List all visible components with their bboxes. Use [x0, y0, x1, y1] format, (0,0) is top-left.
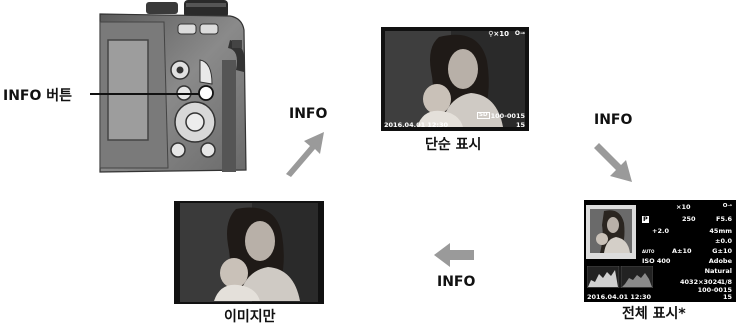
simple-display-screen: ⚲×10 O⊸ 2016.04.01 12:30 SD 100-0015 15: [381, 27, 529, 131]
frame-number: 15: [515, 120, 525, 129]
flash-comp: ±0.0: [715, 237, 732, 245]
arrow-2-label: INFO: [594, 112, 633, 128]
arrow-3-label: INFO: [437, 274, 476, 290]
thumbnail-photo: [586, 205, 636, 259]
iso-value: ISO 400: [642, 257, 671, 265]
datetime-text: 2016.04.01 12:30: [384, 120, 449, 129]
arrow-down-right-icon: [594, 143, 632, 182]
image-only-screen: [174, 201, 324, 304]
full-display-caption: 전체 표시*: [622, 306, 686, 322]
arrow-1-label: INFO: [289, 106, 328, 122]
file-number: 100-0015: [697, 286, 732, 294]
wb-green: G±10: [712, 247, 732, 255]
aperture-value: F5.6: [716, 215, 732, 223]
full-display-screen: ×10 O⊸ P 250 F5.6 +2.0 45mm ±0.0 AUTO A±…: [584, 200, 736, 302]
mother-child-photo: [174, 201, 324, 304]
shutter-speed: 250: [682, 215, 696, 223]
arrow-left-icon: [434, 243, 474, 267]
card-icon: SD: [477, 111, 490, 119]
ev-value: +2.0: [652, 227, 669, 235]
protect-icon: O⊸: [722, 203, 732, 209]
wb-adjust: A±10: [672, 247, 692, 255]
image-only-caption: 이미지만: [224, 309, 276, 325]
frame-number: 15: [722, 293, 732, 301]
color-space: Adobe: [708, 257, 732, 265]
image-size: 4032×3024: [680, 278, 722, 286]
picture-mode: Natural: [704, 267, 732, 275]
arrow-up-right-icon: [286, 132, 324, 177]
simple-display-caption: 단순 표시: [425, 137, 482, 153]
zoom-indicator: ⚲×10: [488, 30, 509, 38]
datetime-text: 2016.04.01 12:30: [587, 293, 652, 301]
info-button-label: INFO 버튼: [3, 88, 73, 104]
camera-illustration: [90, 0, 247, 173]
mother-child-photo: [381, 27, 529, 131]
mode-icon: P: [642, 215, 649, 223]
file-number: 100-0015: [490, 111, 525, 120]
histogram: [587, 266, 653, 288]
auto-badge: AUTO: [642, 249, 655, 254]
zoom-text: ×10: [676, 203, 691, 211]
info-button-dot: [198, 85, 214, 101]
compression: 1/8: [720, 278, 732, 286]
focal-length: 45mm: [709, 227, 732, 235]
protect-icon: O⊸: [514, 30, 525, 37]
